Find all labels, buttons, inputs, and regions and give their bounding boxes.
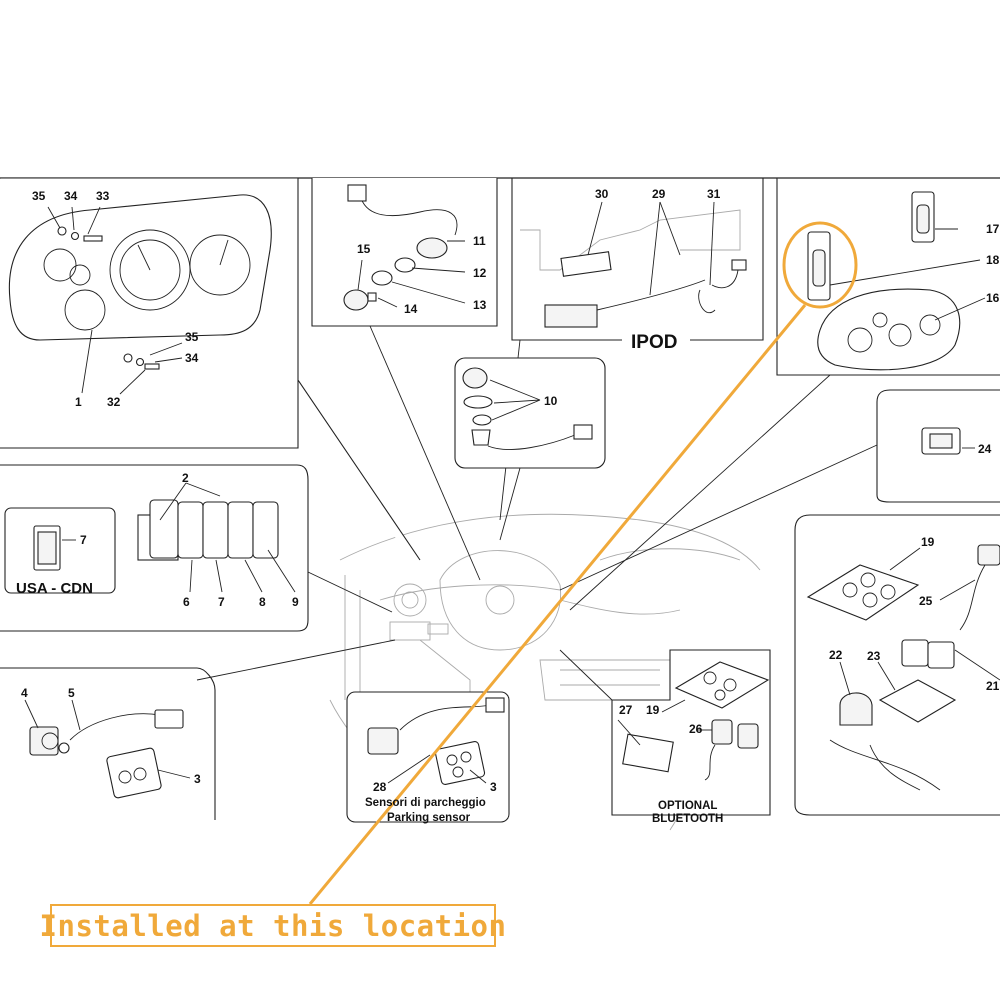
part-number: 33 (96, 189, 110, 203)
part-number: 34 (185, 351, 199, 365)
installed-location-highlight (308, 221, 858, 905)
part-number: 2 (182, 471, 189, 485)
ipod-label: IPOD (631, 332, 677, 353)
usa-cdn-label: USA - CDN (16, 580, 93, 597)
part-number: 7 (218, 595, 225, 609)
part-number: 5 (68, 686, 75, 700)
panel-switch-bank (0, 464, 393, 632)
part-number: 13 (473, 298, 487, 312)
part-number: 8 (259, 595, 266, 609)
part-number: 19 (921, 535, 935, 549)
parking-sensor-label-it: Sensori di parcheggio (365, 797, 486, 809)
part-number: 4 (21, 686, 28, 700)
part-number: 35 (185, 330, 199, 344)
part-number: 23 (867, 649, 881, 663)
part-number: 19 (646, 703, 660, 717)
part-number: 12 (473, 266, 487, 280)
part-number-labels: 35 34 33 35 34 32 1 11 15 12 14 13 30 29… (21, 187, 1000, 794)
part-number: 16 (986, 291, 1000, 305)
bluetooth-label-line2: BLUETOOTH (652, 813, 723, 825)
part-number: 26 (689, 722, 703, 736)
bluetooth-label-line1: OPTIONAL (658, 800, 717, 812)
part-number: 31 (707, 187, 721, 201)
part-number: 29 (652, 187, 666, 201)
part-number: 25 (919, 594, 933, 608)
installed-location-text: Installed at this location (39, 908, 507, 943)
part-number: 10 (544, 394, 558, 408)
panel-parking-sensor (346, 691, 510, 823)
panel-bulb (454, 357, 606, 541)
part-number: 3 (490, 780, 497, 794)
panel-climate-control (569, 178, 1000, 611)
part-number: 14 (404, 302, 418, 316)
part-number: 30 (595, 187, 609, 201)
panel-bluetooth (559, 649, 771, 816)
part-number: 6 (183, 595, 190, 609)
part-number: 32 (107, 395, 121, 409)
parking-sensor-label-en: Parking sensor (387, 812, 471, 824)
part-number: 34 (64, 189, 78, 203)
part-number: 27 (619, 703, 633, 717)
part-number: 28 (373, 780, 387, 794)
panel-button-assembly (0, 639, 396, 820)
part-number: 11 (473, 234, 486, 248)
part-number: 15 (357, 242, 371, 256)
part-number: 18 (986, 253, 1000, 267)
part-number: 3 (194, 772, 201, 786)
part-number: 7 (80, 533, 87, 547)
part-number: 1 (75, 395, 82, 409)
part-number: 21 (986, 679, 1000, 693)
part-number: 24 (978, 442, 992, 456)
panel-switch-24 (559, 389, 1000, 591)
part-number: 17 (986, 222, 1000, 236)
panel-key-switches (794, 514, 1000, 816)
panel-instrument-cluster (0, 177, 421, 561)
part-number: 35 (32, 189, 46, 203)
part-number: 9 (292, 595, 299, 609)
installed-location-callout: Installed at this location (40, 904, 506, 947)
panel-power-socket (311, 178, 498, 581)
part-number: 22 (829, 648, 843, 662)
section-labels: USA - CDN IPOD Sensori di parcheggio Par… (16, 332, 723, 825)
